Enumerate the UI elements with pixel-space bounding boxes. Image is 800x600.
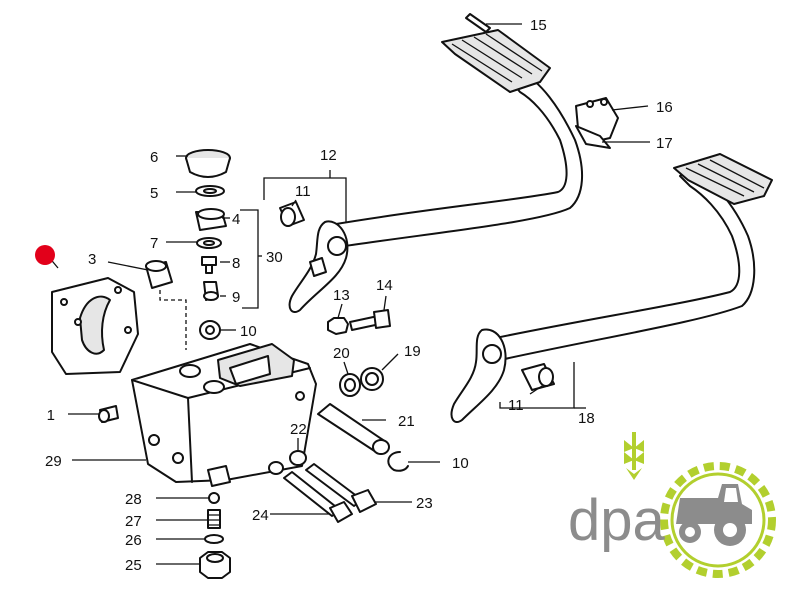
ring-19	[360, 367, 384, 391]
label-30: 30	[266, 249, 283, 266]
logo-text: dpa	[568, 488, 666, 553]
master-cylinder-body-29	[131, 343, 317, 487]
label-13: 13	[333, 287, 350, 304]
ring-20	[339, 373, 361, 397]
label-22: 22	[290, 421, 307, 438]
label-21: 21	[398, 413, 415, 430]
label-28: 28	[125, 491, 142, 508]
label-27: 27	[125, 513, 142, 530]
label-7: 7	[150, 235, 158, 252]
label-5: 5	[150, 185, 158, 202]
circlip-10-lower	[387, 451, 409, 472]
label-10-lower: 10	[452, 455, 469, 472]
washer-22	[268, 450, 307, 475]
label-1: 1	[47, 407, 55, 424]
part-labels: 1 3 5 6 7 4 8 9 10 11 12 13 14 15 16 17 …	[45, 17, 673, 574]
dpa-logo: dpa	[568, 432, 776, 578]
label-29: 29	[45, 453, 62, 470]
bracket-16-17	[575, 97, 619, 149]
label-23: 23	[416, 495, 433, 512]
screw-8	[201, 256, 217, 274]
bushing-11-upper	[279, 201, 305, 227]
label-16: 16	[656, 99, 673, 116]
spring-27	[207, 509, 221, 529]
tractor-icon	[676, 484, 752, 546]
label-8: 8	[232, 255, 240, 272]
bushing-11-lower	[521, 363, 555, 391]
leader-lines	[47, 23, 650, 565]
label-20: 20	[333, 345, 350, 362]
washer-7	[196, 237, 222, 249]
washer-26	[204, 534, 224, 544]
label-11-upper: 11	[295, 183, 311, 200]
cover-plate	[51, 277, 139, 375]
brake-pedal-upper	[288, 29, 584, 314]
bolt-14	[349, 309, 391, 331]
label-26: 26	[125, 532, 142, 549]
ring-10-upper	[199, 320, 221, 340]
label-3: 3	[88, 251, 96, 268]
bushing-3	[145, 260, 173, 289]
label-11-lower: 11	[508, 397, 524, 414]
spring-9	[203, 281, 219, 301]
logo-gear-ring	[660, 462, 776, 578]
label-15: 15	[530, 17, 547, 34]
label-6: 6	[150, 149, 158, 166]
label-4: 4	[232, 211, 240, 228]
brake-pedal-lower	[450, 153, 773, 423]
nut-13	[327, 317, 349, 335]
logo-gear-ring-inner	[670, 472, 766, 568]
label-24: 24	[252, 507, 269, 524]
bolt-24	[283, 471, 353, 523]
highlight-marker-dot	[35, 245, 55, 265]
pin-15	[465, 13, 491, 33]
nut-25	[199, 551, 231, 579]
valve-4	[195, 208, 227, 231]
label-18: 18	[578, 410, 595, 427]
label-10-upper: 10	[240, 323, 257, 340]
label-19: 19	[404, 343, 421, 360]
wheat-icon	[624, 432, 644, 480]
label-12: 12	[320, 147, 337, 164]
washer-5	[195, 185, 225, 197]
label-25: 25	[125, 557, 142, 574]
bolt-23	[305, 463, 377, 513]
piston-21	[317, 403, 390, 455]
label-14: 14	[376, 277, 393, 294]
screw-1	[98, 405, 119, 423]
label-9: 9	[232, 289, 240, 306]
label-17: 17	[656, 135, 673, 152]
cap-6	[185, 149, 231, 178]
ball-28	[208, 492, 220, 504]
